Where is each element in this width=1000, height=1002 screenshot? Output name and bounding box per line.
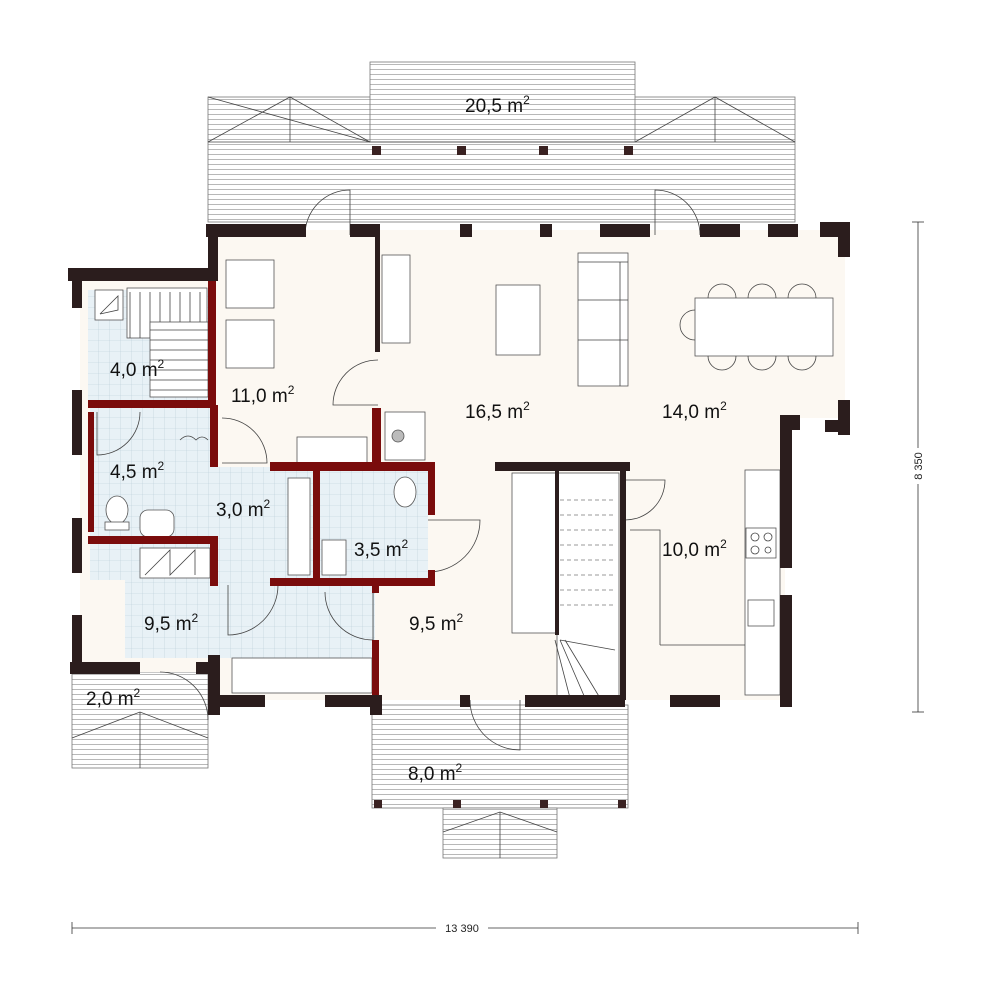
area-label-top-terrace: 20,5 m2	[465, 93, 530, 117]
area-label-utility: 9,5 m2	[144, 611, 199, 635]
area-label-shower: 3,0 m2	[216, 497, 271, 521]
furniture	[225, 252, 834, 699]
bathroom-fixtures	[104, 435, 417, 579]
front-porch	[371, 704, 629, 859]
sauna-benches	[94, 287, 209, 398]
armchair	[225, 319, 275, 369]
area-label-dining-room: 14,0 m2	[662, 399, 727, 423]
wc-toilet-icon	[393, 476, 417, 508]
sideboard	[296, 436, 368, 466]
area-label-front-porch: 8,0 m2	[408, 761, 463, 785]
staircase	[556, 472, 620, 699]
kitchen-counter	[744, 469, 781, 696]
sink-icon	[139, 509, 175, 538]
area-label-sauna: 4,0 m2	[110, 357, 165, 381]
terrace-posts	[372, 146, 633, 155]
depth-label: 8 350	[913, 452, 925, 480]
area-label-living-room: 16,5 m2	[465, 399, 530, 423]
stove-icon	[745, 527, 777, 559]
area-label-wc: 3,5 m2	[354, 537, 409, 561]
area-label-kitchen: 10,0 m2	[662, 537, 727, 561]
fireplace	[384, 411, 426, 461]
sofa	[577, 252, 629, 387]
top-terrace	[207, 61, 796, 223]
toilet-icon	[105, 495, 129, 525]
coffee-table	[495, 284, 541, 356]
kitchen-sink-icon	[747, 599, 775, 627]
side-porch	[71, 671, 209, 769]
bathtub	[287, 477, 311, 576]
area-label-side-porch: 2,0 m2	[86, 686, 141, 710]
dimension-width: 13 390	[71, 920, 859, 935]
exterior-walls	[68, 222, 850, 715]
dimension-depth: 8 350	[912, 221, 925, 713]
bench	[511, 472, 557, 634]
width-label: 13 390	[445, 923, 479, 935]
area-labels: 20,5 m2 11,0 m2 4,0 m2 4,5 m2 3,0 m2 3,5…	[86, 93, 727, 785]
doors[interactable]	[96, 189, 701, 751]
interior-walls	[88, 278, 435, 700]
armchair	[225, 259, 275, 309]
tv-unit	[381, 254, 411, 344]
area-label-lounge: 11,0 m2	[231, 383, 295, 407]
area-label-hall: 9,5 m2	[409, 611, 464, 635]
dining-table	[694, 297, 834, 357]
area-label-washroom: 4,5 m2	[110, 459, 165, 483]
